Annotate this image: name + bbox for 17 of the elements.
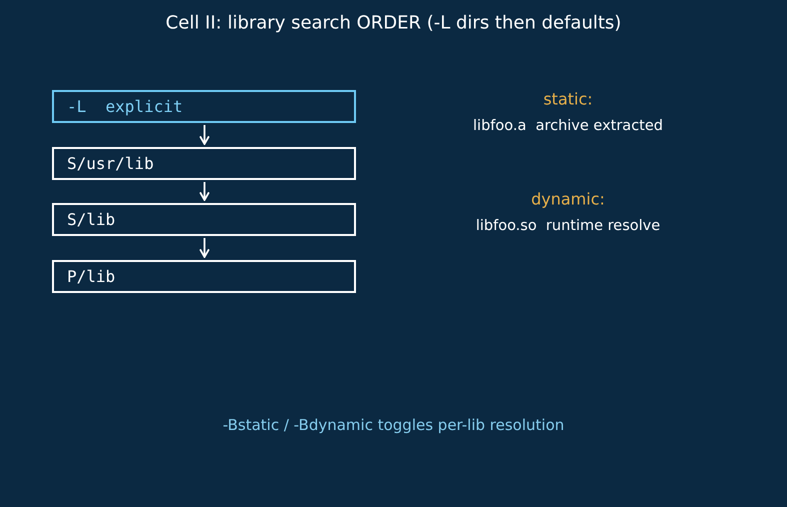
path-label: -L explicit — [66, 97, 183, 116]
arrow — [200, 182, 210, 201]
path-label: P/lib — [66, 267, 116, 286]
section-heading: dynamic: — [531, 190, 605, 208]
path-label: S/lib — [66, 210, 116, 229]
path-label: S/usr/lib — [66, 154, 154, 173]
description-text: libfoo.so runtime resolve — [476, 218, 660, 234]
note-text: -Bstatic / -Bdynamic toggles per-lib resolution — [222, 416, 564, 434]
search-path-box — [52, 260, 356, 293]
search-path-box — [52, 203, 356, 236]
arrow — [200, 125, 210, 145]
description-text: libfoo.a archive extracted — [473, 118, 663, 134]
arrow — [200, 238, 210, 258]
search-path-box — [52, 147, 356, 180]
section-heading: static: — [543, 90, 593, 108]
diagram-title: Cell II: library search ORDER (-L dirs then defaults) — [166, 12, 622, 34]
search-path-box — [52, 90, 356, 123]
